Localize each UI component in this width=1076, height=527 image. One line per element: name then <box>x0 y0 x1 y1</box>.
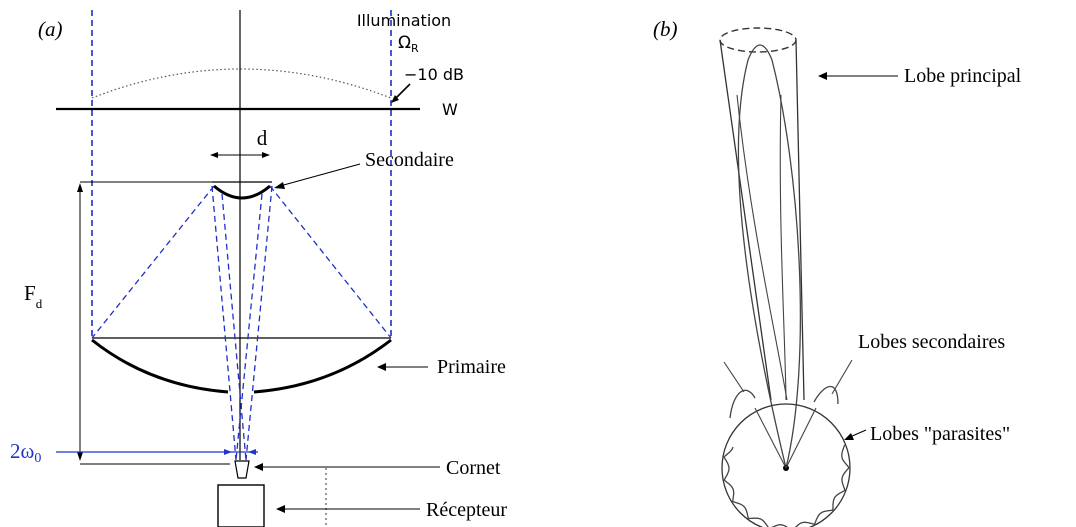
panel-b-label: (b) <box>653 17 678 41</box>
primary-mirror-right <box>253 338 392 394</box>
ray-left-inner <box>211 185 237 461</box>
cornet-label: Cornet <box>446 457 501 479</box>
secondary-mirror <box>213 184 271 200</box>
panel-a-label: (a) <box>38 17 63 41</box>
parasitic-lobe-circle <box>721 403 851 527</box>
cone-right <box>795 39 805 401</box>
ray-lines <box>91 185 392 461</box>
omega-arrow-left-head <box>248 449 256 455</box>
lobes-parasites-label: Lobes "parasites" <box>870 423 1010 445</box>
primary-mirror-left <box>91 338 229 394</box>
side-lobe-right-tick <box>831 359 853 395</box>
ray-left-outer <box>91 185 215 339</box>
fd-label: Fd <box>24 281 43 311</box>
d-label: d <box>257 126 268 150</box>
fd-arrow-top-head <box>77 183 83 192</box>
illumination-omega: ΩR <box>398 33 419 55</box>
w-label: W <box>442 100 458 119</box>
illumination-arc <box>91 68 392 99</box>
primaire-arrow-head <box>377 363 386 371</box>
lobe-principal-label: Lobe principal <box>904 65 1022 87</box>
secondaire-arrow-head <box>274 182 285 189</box>
side-lobe-right <box>813 385 839 405</box>
side-lobe-left <box>729 389 756 419</box>
recepteur-arrow-head <box>276 505 285 513</box>
omega-arrow-right-head <box>224 449 232 455</box>
lobe-principal-arrow-head <box>818 72 827 80</box>
recepteur-label: Récepteur <box>426 499 507 521</box>
lobe-strand-left <box>736 94 788 401</box>
main-lobe-top-ellipse <box>719 27 797 53</box>
cone-left <box>719 39 772 401</box>
ray-right-inner <box>245 185 273 461</box>
lobes-parasites-arrow <box>849 429 867 438</box>
lobes-parasites-arrow-head <box>844 433 854 440</box>
v-line-left <box>754 407 787 469</box>
ray-left-mid <box>221 193 247 461</box>
ray-right-mid <box>235 193 263 461</box>
db-label: −10 dB <box>404 65 464 84</box>
d-arrow-left-head <box>210 152 218 158</box>
omega-label: 2ω0 <box>10 439 41 466</box>
secondaire-label: Secondaire <box>365 149 454 171</box>
main-lobe <box>737 44 802 469</box>
primaire-label: Primaire <box>437 356 506 378</box>
db-arrow-head <box>391 95 399 103</box>
panel-b: (b) Lobe principal Lobes secondaires L <box>653 17 1022 527</box>
cornet-arrow-head <box>254 463 263 471</box>
cornet-horn <box>234 460 250 479</box>
ray-right-outer <box>269 185 392 339</box>
secondaire-arrow <box>279 163 361 187</box>
lobe-strand-right <box>779 94 787 401</box>
d-arrow-right-head <box>262 152 270 158</box>
v-line-right <box>785 407 817 469</box>
lobes-secondaires-label: Lobes secondaires <box>858 331 1005 353</box>
panel-a: (a) Illumination ΩR −10 dB W d Fd <box>10 10 507 527</box>
illumination-title: Illumination <box>357 11 451 30</box>
fd-arrow-bottom-head <box>77 452 83 461</box>
recepteur-box <box>217 484 265 527</box>
side-lobe-left-tick <box>723 361 745 393</box>
